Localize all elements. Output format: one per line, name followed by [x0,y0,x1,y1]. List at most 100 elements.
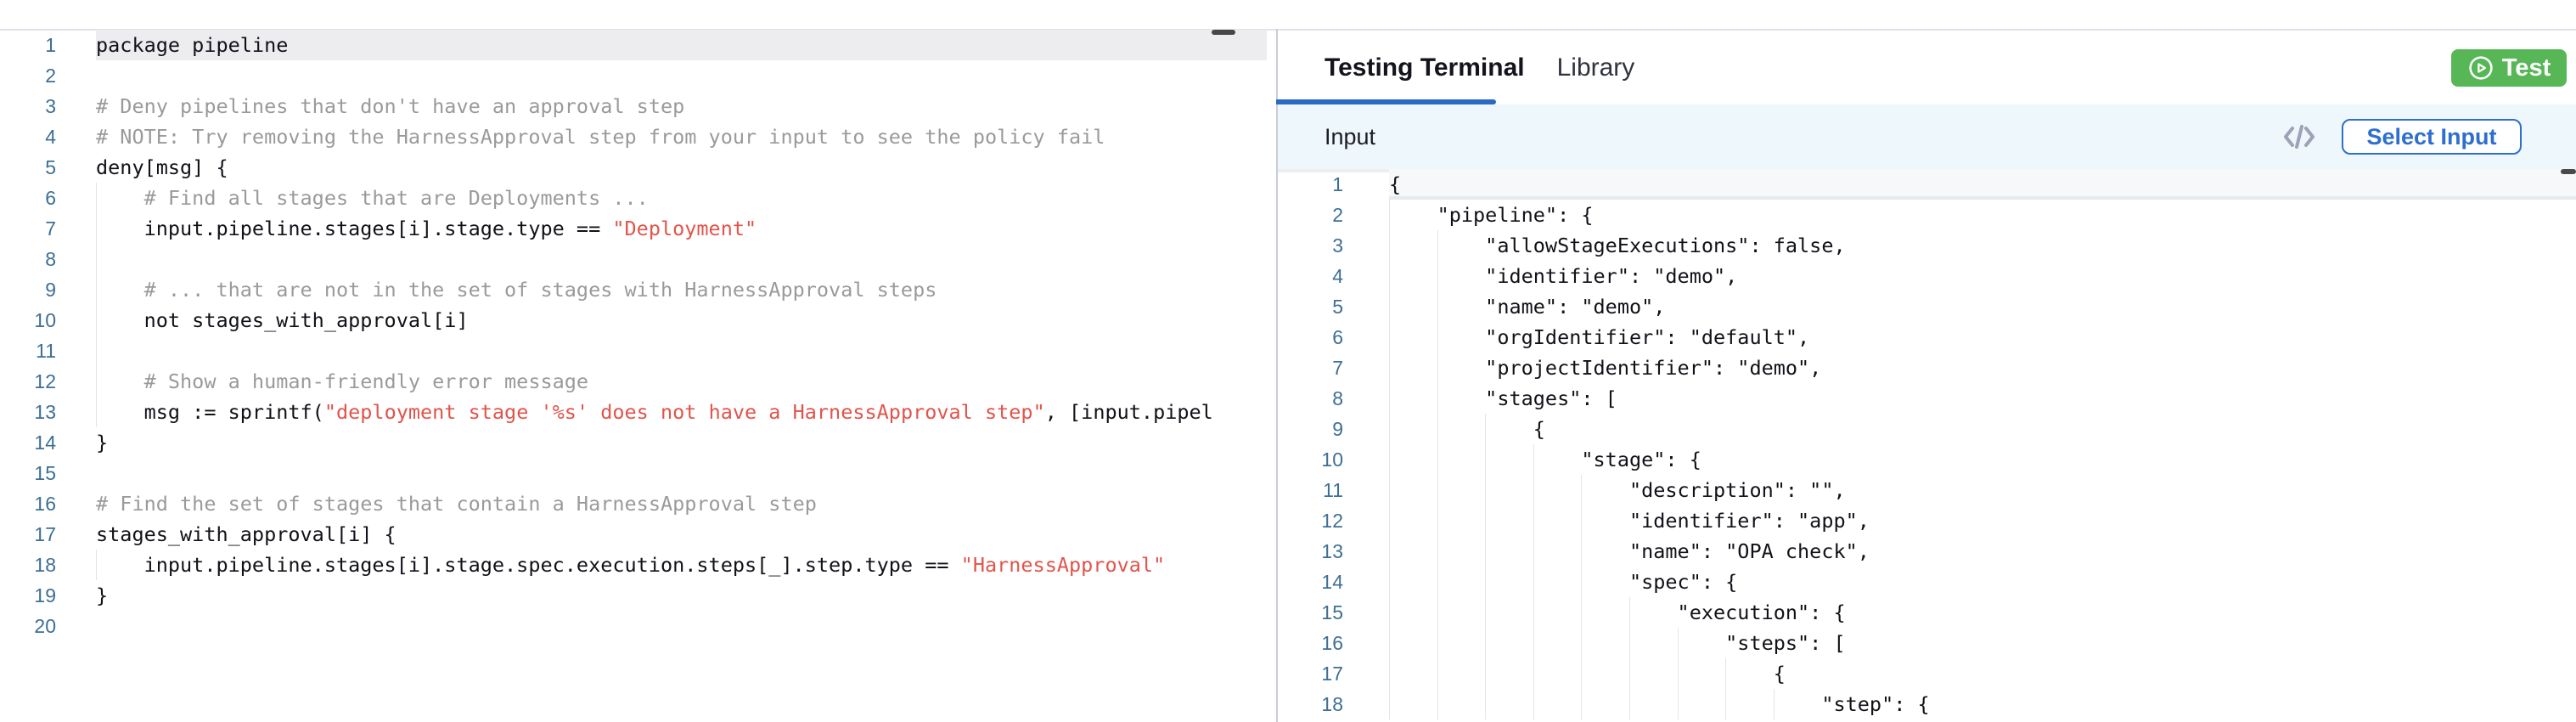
line-number: 12 [34,370,56,392]
code-line: 4 # NOTE: Try removing the HarnessApprova… [0,121,1267,152]
code-line: 11 [0,336,1267,366]
indent-guide [1485,475,1487,505]
code-line-content: # ... that are not in the set of stages … [96,274,1267,305]
horizontal-scrollbar-thumb[interactable] [1212,30,1235,35]
indent-guide [96,366,97,397]
line-number: 10 [34,309,56,331]
line-number: 4 [45,126,56,148]
input-bar: Input Select Input [1278,104,2576,169]
code-line-content: deny[msg] { [96,155,228,179]
indent-guide [1485,536,1487,567]
indent-guide [1485,689,1487,719]
code-line: 15 "execution": { [1278,597,2576,628]
tab-testing-terminal[interactable]: Testing Terminal [1325,53,1525,82]
code-line: 8 [0,244,1267,274]
active-tab-indicator [1276,99,1496,104]
input-json-editor[interactable]: 1{2 "pipeline": {3 "allowStageExecutions… [1278,169,2576,719]
code-line: 13 "name": "OPA check", [1278,536,2576,567]
indent-guide [1581,689,1583,719]
indent-guide [1533,689,1534,719]
indent-guide [1485,658,1487,689]
indent-guide [1437,230,1438,261]
code-line: 12 # Show a human-friendly error message [0,366,1267,397]
code-line: 7 input.pipeline.stages[i].stage.type ==… [0,213,1267,244]
select-input-button[interactable]: Select Input [2342,119,2522,155]
indent-guide [1581,536,1583,567]
indent-guide [1533,658,1534,689]
code-line-content: stages_with_approval[i] { [96,522,397,546]
line-number: 3 [45,95,56,117]
indent-guide [1389,444,1390,475]
code-line-content: input.pipeline.stages[i].stage.type == "… [96,213,1267,244]
code-line-content: msg := sprintf("deployment stage '%s' do… [96,397,1267,427]
code-line: 5 "name": "demo", [1278,291,2576,322]
indent-guide [1389,291,1390,322]
line-number: 6 [45,187,56,209]
code-line-content: } [96,584,109,607]
indent-guide [1485,505,1487,536]
top-border [0,29,2576,31]
panel-resize-divider[interactable] [1276,29,1278,722]
test-button[interactable]: Test [2451,49,2567,87]
line-number: 2 [1332,204,1343,226]
indent-guide [1389,414,1390,444]
code-line: 9 { [1278,414,2576,444]
indent-guide [1389,597,1390,628]
line-number: 13 [34,401,56,423]
line-number: 15 [1321,601,1343,623]
code-line: 6 # Find all stages that are Deployments… [0,183,1267,213]
code-line-content: "projectIdentifier": "demo", [1389,353,2576,383]
indent-guide [1389,230,1390,261]
code-line-content [96,611,1267,641]
indent-guide [1581,567,1583,597]
code-line: 16 "steps": [ [1278,628,2576,658]
line-number: 11 [36,340,56,362]
code-line: 3# Deny pipelines that don't have an app… [0,91,1267,121]
code-line: 4 "identifier": "demo", [1278,261,2576,291]
indent-guide [1389,567,1390,597]
code-line: 20 [0,611,1267,641]
line-number: 19 [34,584,56,606]
indent-guide [1533,475,1534,505]
line-number: 3 [1332,234,1343,257]
line-number: 5 [45,156,56,178]
scrollbar-thumb[interactable] [2561,169,2576,174]
indent-guide [96,550,97,580]
code-line: 2 "pipeline": { [1278,200,2576,230]
code-line-content: "identifier": "demo", [1389,261,2576,291]
indent-guide [1437,353,1438,383]
code-line-content: input.pipeline.stages[i].stage.spec.exec… [96,550,1267,580]
indent-guide [1485,597,1487,628]
line-number: 16 [1321,632,1343,654]
code-line-content: "execution": { [1389,597,2576,628]
line-number: 10 [1321,448,1343,471]
code-line-content: "identifier": "app", [1389,505,2576,536]
indent-guide [1437,291,1438,322]
code-angle-brackets-icon[interactable] [2282,124,2316,149]
code-line: 10 not stages_with_approval[i] [0,305,1267,336]
code-line-content: "description": "", [1389,475,2576,505]
indent-guide [1725,658,1727,689]
tab-library[interactable]: Library [1556,53,1635,82]
code-line-content: { [1389,658,2576,689]
code-line-content: # NOTE: Try removing the HarnessApproval… [96,125,1105,149]
indent-guide [1437,597,1438,628]
line-number: 1 [1332,173,1343,195]
code-line-content [96,336,1267,366]
code-line: 16# Find the set of stages that contain … [0,488,1267,519]
code-line: 7 "projectIdentifier": "demo", [1278,353,2576,383]
code-line-content: # Show a human-friendly error message [96,366,1267,397]
code-line-content: "orgIdentifier": "default", [1389,322,2576,353]
code-line-content [96,458,1267,488]
indent-guide [1437,536,1438,567]
code-line-content: "stage": { [1389,444,2576,475]
line-number: 7 [1332,357,1343,379]
indent-guide [1389,505,1390,536]
code-line: 15 [0,458,1267,488]
code-line-content: # Find all stages that are Deployments .… [96,183,1267,213]
line-number: 1 [45,34,56,56]
indent-guide [96,397,97,427]
indent-guide [1437,567,1438,597]
indent-guide [1581,658,1583,689]
